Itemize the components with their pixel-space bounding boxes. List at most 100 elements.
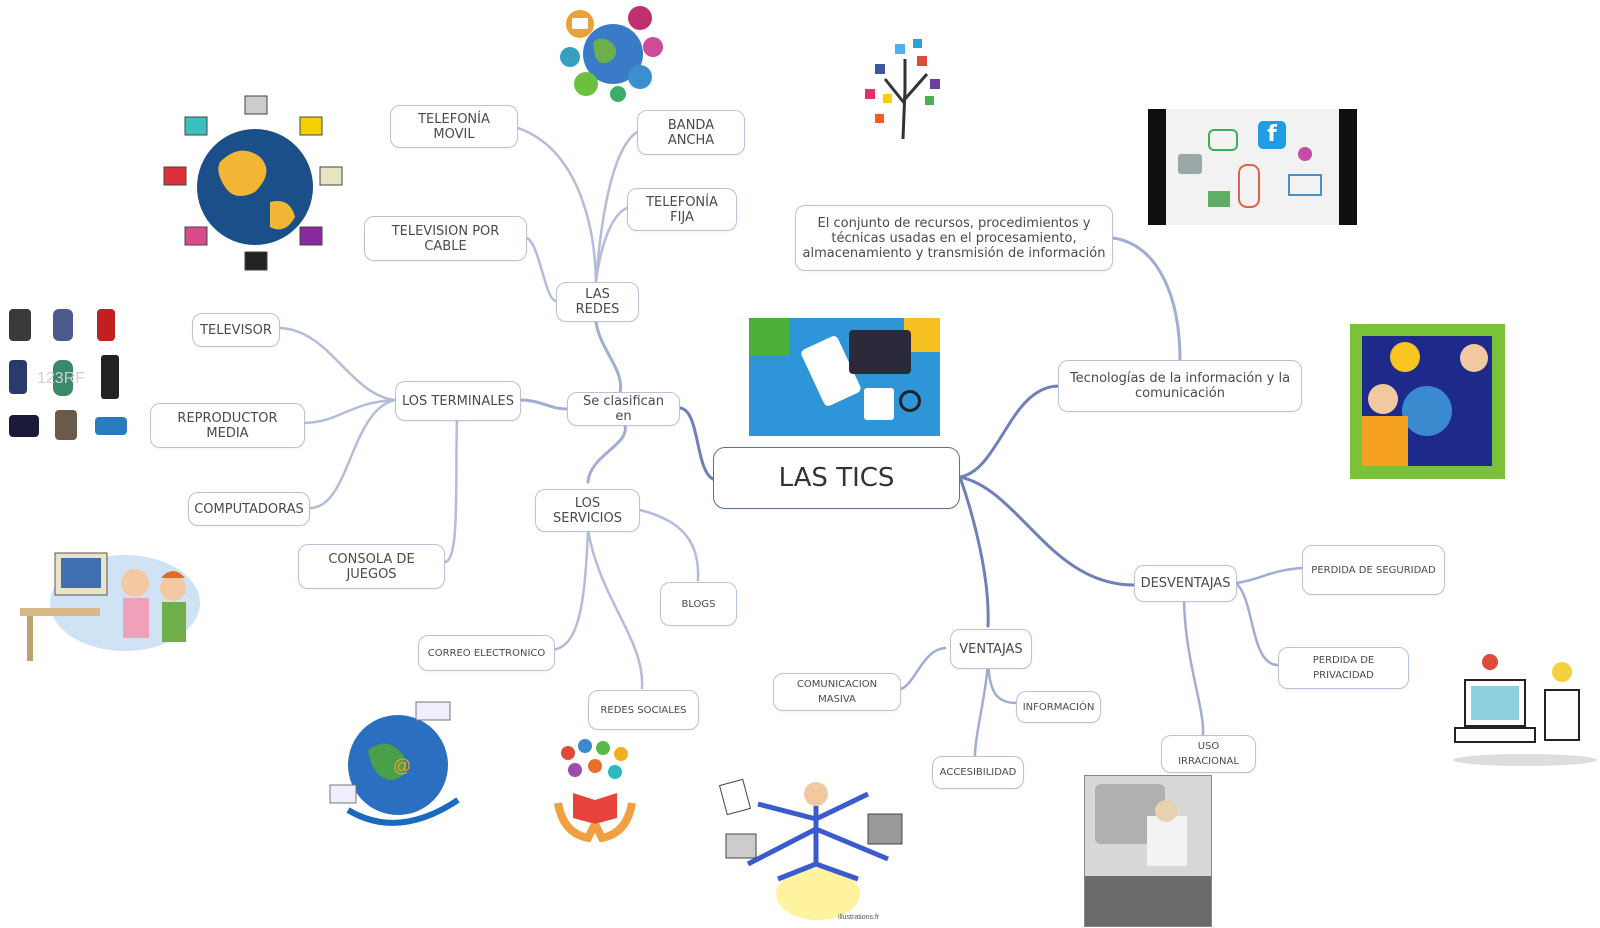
link-redes-banda bbox=[594, 130, 639, 284]
accesibilidad-label: ACCESIBILIDAD bbox=[939, 767, 1017, 778]
node-se-clasifican[interactable]: Se clasifican en bbox=[567, 392, 680, 426]
frustrated-computer-image bbox=[1453, 654, 1597, 766]
link-term-consola bbox=[443, 418, 459, 564]
node-comunicacion-masiva[interactable]: COMUNICACION MASIVA bbox=[773, 673, 901, 711]
node-televisor[interactable]: TELEVISOR bbox=[192, 313, 280, 347]
reproductor-label: REPRODUCTOR MEDIA bbox=[177, 410, 278, 441]
book-social-hands-image bbox=[554, 739, 636, 842]
link-vent-comunicacion bbox=[894, 646, 947, 692]
node-computadoras[interactable]: COMPUTADORAS bbox=[188, 492, 310, 526]
perdida-privacidad-label: PERDIDA DE PRIVACIDAD bbox=[1312, 655, 1375, 681]
mobile-phones-image: 123RF bbox=[9, 309, 127, 440]
link-term-televisor bbox=[278, 326, 397, 402]
servicios-label: LOS SERVICIOS bbox=[553, 495, 622, 526]
link-des-uso bbox=[1182, 598, 1205, 737]
link-redes-fija bbox=[594, 206, 629, 284]
node-perdida-seguridad[interactable]: PERDIDA DE SEGURIDAD bbox=[1302, 545, 1445, 595]
facebook-icon: f bbox=[1258, 121, 1286, 149]
multitasking-man-image: illustrations.fr bbox=[718, 778, 903, 921]
link-root-ventajas bbox=[958, 475, 990, 628]
root-node-las-tics[interactable]: LAS TICS bbox=[713, 447, 960, 509]
watermark-text: 123RF bbox=[37, 370, 85, 387]
link-serv-correo bbox=[548, 528, 590, 652]
link-term-reproductor bbox=[303, 398, 397, 425]
kids-globe-image bbox=[1350, 324, 1505, 479]
link-redes-cable bbox=[525, 236, 558, 303]
magnifier-icon bbox=[899, 390, 921, 412]
uso-irracional-label: USO IRRACIONAL bbox=[1178, 741, 1239, 767]
tics-icons-panel-image: f bbox=[1148, 109, 1357, 225]
television-cable-label: TELEVISION POR CABLE bbox=[391, 223, 500, 254]
tablet-icon bbox=[864, 388, 894, 420]
globe-email-image bbox=[560, 6, 663, 102]
node-reproductor-media[interactable]: REPRODUCTOR MEDIA bbox=[150, 403, 305, 448]
terminales-label: LOS TERMINALES bbox=[402, 393, 514, 409]
node-tecnologias[interactable]: Tecnologías de la información y la comun… bbox=[1058, 360, 1302, 412]
redes-label: LAS REDES bbox=[575, 287, 620, 317]
node-las-redes[interactable]: LAS REDES bbox=[556, 282, 639, 322]
globe-screens-image bbox=[163, 95, 343, 271]
node-banda-ancha[interactable]: BANDA ANCHA bbox=[637, 110, 745, 155]
sun-icon bbox=[1390, 342, 1420, 372]
blogs-label: BLOGS bbox=[681, 598, 716, 610]
link-root-desventajas bbox=[958, 475, 1136, 587]
link-tec-def bbox=[1111, 236, 1182, 362]
root-label: LAS TICS bbox=[778, 462, 895, 493]
link-serv-redes-sociales bbox=[586, 528, 644, 690]
node-informacion[interactable]: INFORMACIÓN bbox=[1016, 691, 1101, 723]
node-uso-irracional[interactable]: USO IRRACIONAL bbox=[1161, 735, 1256, 773]
node-ventajas[interactable]: VENTAJAS bbox=[950, 629, 1032, 669]
consola-label: CONSOLA DE JUEGOS bbox=[328, 551, 415, 582]
redes-sociales-label: REDES SOCIALES bbox=[600, 704, 687, 716]
node-perdida-privacidad[interactable]: PERDIDA DE PRIVACIDAD bbox=[1278, 647, 1409, 689]
illustration-credit: illustrations.fr bbox=[838, 914, 880, 921]
radio-icon bbox=[1208, 191, 1230, 207]
keyboard-icon bbox=[849, 330, 911, 374]
tecnologias-label: Tecnologías de la información y la comun… bbox=[1069, 371, 1291, 401]
hands-devices-image bbox=[749, 318, 940, 436]
comunicacion-label: COMUNICACION MASIVA bbox=[796, 679, 878, 705]
node-correo-electronico[interactable]: CORREO ELECTRONICO bbox=[418, 635, 555, 671]
node-television-cable[interactable]: TELEVISION POR CABLE bbox=[364, 216, 527, 261]
correo-label: CORREO ELECTRONICO bbox=[427, 647, 546, 659]
kids-computer-image bbox=[20, 552, 200, 661]
link-serv-blogs bbox=[638, 508, 700, 582]
node-los-terminales[interactable]: LOS TERMINALES bbox=[395, 381, 521, 421]
node-accesibilidad[interactable]: ACCESIBILIDAD bbox=[932, 756, 1024, 789]
telefonia-fija-label: TELEFONÍA FIJA bbox=[646, 194, 718, 225]
informacion-label: INFORMACIÓN bbox=[1022, 701, 1095, 713]
link-root-clasifican bbox=[678, 406, 715, 481]
chat-icon bbox=[1208, 129, 1238, 151]
link-des-seguridad bbox=[1234, 566, 1304, 585]
tv-icon bbox=[1178, 154, 1202, 174]
social-tree-image bbox=[865, 39, 940, 140]
internet-globe-image: @ bbox=[329, 701, 460, 826]
node-consola-juegos[interactable]: CONSOLA DE JUEGOS bbox=[298, 544, 445, 589]
link-vent-accesibilidad bbox=[973, 662, 990, 758]
desventajas-label: DESVENTAJAS bbox=[1140, 576, 1231, 591]
telefonia-movil-label: TELEFONÍA MOVIL bbox=[418, 111, 490, 142]
link-vent-informacion bbox=[986, 662, 1018, 705]
computer-addiction-image bbox=[1084, 775, 1212, 927]
laptop-icon bbox=[1288, 174, 1322, 196]
link-term-computadoras bbox=[308, 398, 397, 510]
banda-ancha-label: BANDA ANCHA bbox=[667, 117, 715, 148]
share-icon bbox=[1298, 147, 1312, 161]
definition-label: El conjunto de recursos, procedimientos … bbox=[802, 215, 1106, 261]
televisor-label: TELEVISOR bbox=[200, 322, 272, 338]
link-clas-servicios bbox=[586, 423, 627, 484]
link-clas-redes bbox=[594, 320, 623, 395]
node-redes-sociales[interactable]: REDES SOCIALES bbox=[588, 690, 699, 730]
clasifican-label: Se clasifican en bbox=[582, 394, 665, 424]
link-des-privacidad bbox=[1234, 581, 1280, 667]
svg-text:@: @ bbox=[393, 756, 411, 776]
node-telefonia-fija[interactable]: TELEFONÍA FIJA bbox=[627, 188, 737, 231]
node-desventajas[interactable]: DESVENTAJAS bbox=[1134, 565, 1237, 602]
link-root-tecnologias bbox=[958, 384, 1062, 479]
computadoras-label: COMPUTADORAS bbox=[194, 501, 304, 517]
node-blogs[interactable]: BLOGS bbox=[660, 582, 737, 626]
node-definition[interactable]: El conjunto de recursos, procedimientos … bbox=[795, 205, 1113, 271]
node-los-servicios[interactable]: LOS SERVICIOS bbox=[535, 489, 640, 532]
node-telefonia-movil[interactable]: TELEFONÍA MOVIL bbox=[390, 105, 518, 148]
